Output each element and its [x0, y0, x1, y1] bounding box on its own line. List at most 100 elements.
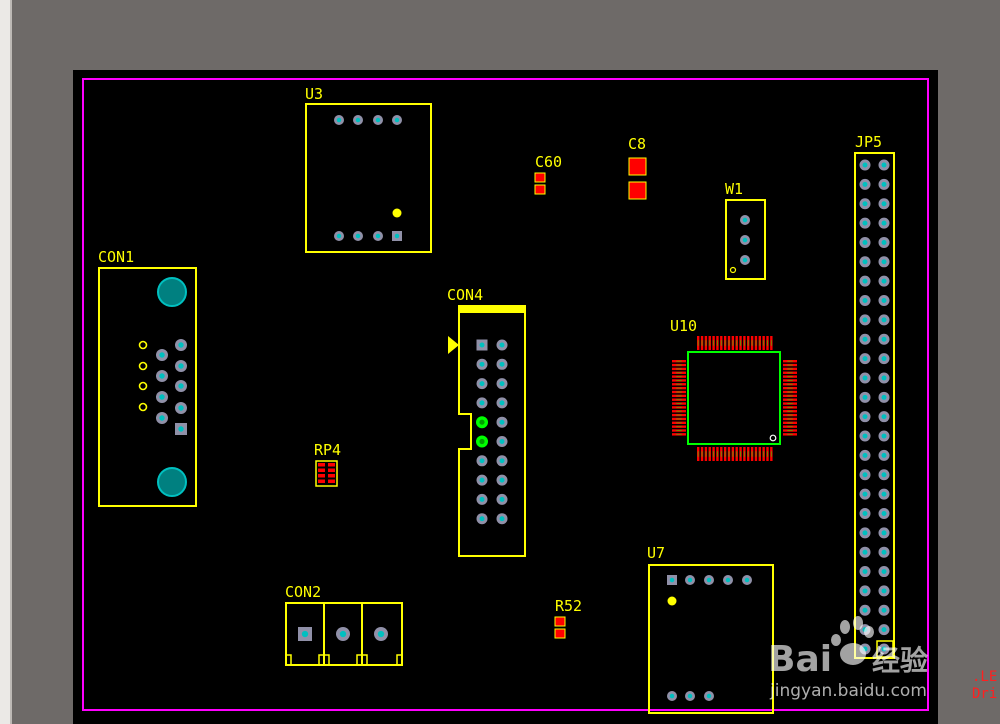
pin1-marker [769, 434, 777, 442]
ref-r52: R52 [555, 597, 582, 615]
pin [878, 643, 890, 655]
pin [334, 115, 344, 125]
pin [685, 691, 695, 701]
smd-pad [783, 363, 797, 367]
pin [859, 372, 871, 384]
pin [156, 391, 168, 403]
pin [496, 493, 508, 505]
smd-pad [328, 479, 335, 483]
pin-1 [298, 627, 312, 641]
component-rp4[interactable]: RP4 [314, 441, 341, 487]
component-jp5[interactable]: JP5 [854, 133, 895, 659]
ref-rp4: RP4 [314, 441, 341, 459]
pin1-marker [729, 266, 737, 274]
component-w1[interactable]: W1 [725, 180, 766, 280]
pin [859, 159, 871, 171]
smd-pad [783, 379, 797, 382]
smd-pad [672, 429, 686, 432]
smd-pad [727, 336, 731, 350]
board [73, 70, 938, 724]
component-c8[interactable]: C8 [628, 135, 647, 200]
smd-pad [783, 421, 797, 424]
pin [878, 546, 890, 558]
pin [859, 585, 871, 597]
smd-pad [318, 468, 325, 472]
pin [336, 627, 350, 641]
smd-pad [783, 394, 797, 398]
smd-pad [672, 425, 686, 428]
pin [740, 255, 750, 265]
smd-pad [672, 390, 686, 394]
smd-pad [731, 447, 735, 461]
smd-pad [783, 410, 797, 413]
mount-hole [157, 467, 187, 497]
smd-pad [770, 447, 773, 461]
pin [496, 436, 508, 447]
pin [496, 416, 508, 428]
component-con1[interactable]: CON1 [98, 248, 197, 507]
c60-pad-1 [534, 172, 546, 183]
smd-pad [328, 474, 335, 478]
window-edge-shadow [10, 0, 12, 724]
pin-highlighted [476, 416, 488, 429]
pin [334, 231, 344, 241]
jp5-pins [859, 159, 894, 658]
smd-pad [783, 367, 797, 371]
component-r52[interactable]: R52 [554, 597, 582, 639]
u7-outline [648, 564, 774, 714]
pin [859, 217, 871, 229]
pin-1 [175, 423, 187, 435]
component-con2[interactable]: CON2 [285, 583, 403, 666]
pin [859, 256, 871, 268]
pin [859, 527, 871, 539]
pin [878, 566, 890, 578]
pin [373, 115, 383, 125]
watermark-brand: Bai [768, 639, 832, 680]
component-u3[interactable]: U3 [305, 85, 432, 253]
smd-pad [783, 390, 797, 394]
smd-pad [672, 371, 686, 374]
smd-pad [720, 336, 723, 350]
smd-pad [783, 429, 797, 432]
board-outline [82, 78, 929, 711]
u3-pins-bottom [334, 231, 402, 241]
smd-pad [704, 447, 708, 461]
smd-pad [783, 398, 797, 401]
component-u7[interactable]: U7 [647, 544, 774, 714]
component-c60[interactable]: C60 [534, 153, 562, 195]
smd-pad [723, 336, 727, 350]
smd-pad [783, 417, 797, 421]
smd-pad [739, 336, 742, 350]
pin [878, 527, 890, 539]
con2-pins [298, 627, 388, 641]
pin [685, 575, 695, 585]
c60-pad-2 [534, 184, 546, 195]
pin [859, 236, 871, 248]
component-con4[interactable]: CON4 [447, 286, 526, 557]
u7-pins-top [667, 575, 752, 585]
pin-1-marker [876, 640, 894, 658]
smd-pad [783, 386, 797, 390]
pin [878, 469, 890, 481]
pin [859, 198, 871, 210]
smd-pad [672, 410, 686, 413]
pin-1 [392, 231, 402, 241]
con4-header-bar [460, 306, 525, 313]
smd-pad [672, 406, 686, 409]
smd-pad [731, 336, 735, 350]
pin [373, 231, 383, 241]
pin [175, 380, 187, 392]
pin [878, 275, 890, 287]
pin [496, 358, 508, 370]
smd-pad [700, 447, 704, 461]
smd-pad [750, 447, 754, 461]
pin-1 [667, 575, 677, 585]
smd-pad [735, 447, 738, 461]
pin [353, 231, 363, 241]
u7-pins-bottom [667, 691, 714, 701]
pin [859, 449, 871, 461]
ref-c8: C8 [628, 135, 646, 153]
component-u10[interactable]: U10 [670, 317, 797, 461]
pin [859, 566, 871, 578]
